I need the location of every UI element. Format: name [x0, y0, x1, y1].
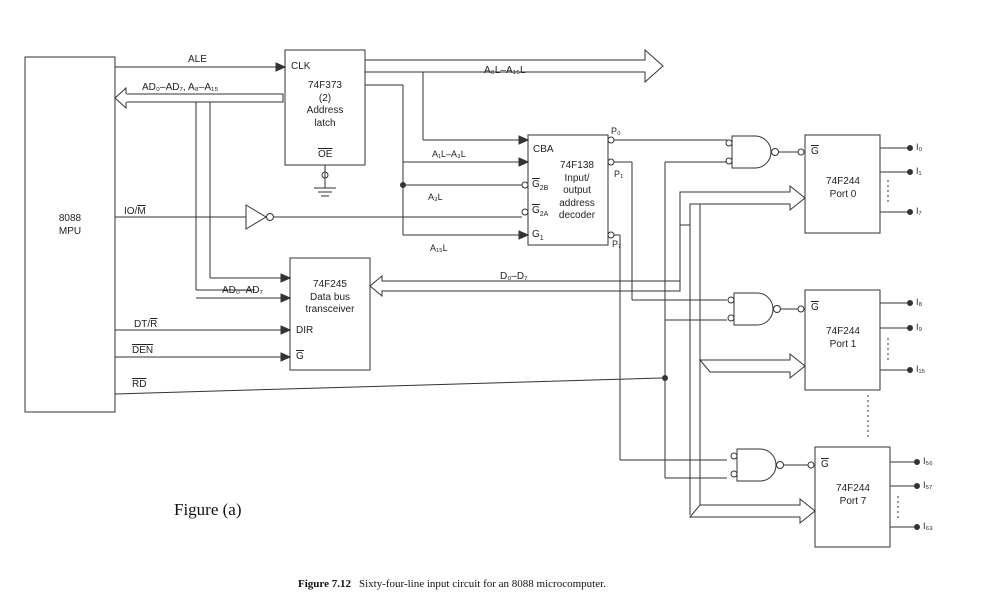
- port1-label: 74F244 Port 1: [826, 326, 860, 350]
- port7-label: 74F244 Port 7: [836, 483, 870, 507]
- p7-label: P₇: [612, 239, 622, 249]
- decoder-name-label: 74F138 Input/ output address decoder: [558, 160, 596, 221]
- a1l-a3l-label: A₁L–A₃L: [432, 149, 466, 159]
- port1-outputs: [880, 300, 913, 373]
- ad-bus-arrow: [114, 86, 284, 110]
- decoder-cba-label: CBA: [533, 144, 554, 155]
- rd-label: RD: [132, 379, 147, 390]
- transceiver-g-label: G: [296, 351, 304, 362]
- nand-gate-port0: [725, 135, 805, 169]
- inverter-symbol: [245, 204, 267, 230]
- output-i57: I₅₇: [923, 480, 933, 490]
- p0-label: P₀: [611, 126, 621, 136]
- port7-outputs: [890, 459, 920, 530]
- transceiver-block: [289, 257, 371, 371]
- figure-label: Figure (a): [174, 500, 242, 519]
- dt-r-label: DT/R: [134, 319, 158, 330]
- output-i8: I₈: [916, 297, 923, 307]
- caption-text: Sixty-four-line input circuit for an 808…: [358, 578, 606, 590]
- port0-label: 74F244 Port 0: [826, 176, 860, 200]
- io-m-label: IO/M: [124, 206, 146, 217]
- nand-gate-port7: [730, 448, 815, 482]
- transceiver-name-label: 74F245 Data bus transceiver: [305, 279, 355, 315]
- output-i15: I₁₅: [916, 364, 926, 374]
- port1-bus-arrow: [698, 352, 806, 380]
- decoder-g2b-label: G2B: [532, 179, 549, 193]
- port1-g-label: G: [811, 302, 819, 313]
- output-i1: I₁: [916, 166, 922, 176]
- port0-outputs: [880, 145, 913, 215]
- ale-label: ALE: [188, 54, 207, 65]
- port7-bus-arrow: [688, 497, 816, 525]
- caption-number: Figure 7.12: [298, 578, 351, 590]
- nand-gate-port1: [727, 292, 805, 326]
- p1-label: P₁: [614, 169, 624, 179]
- mpu-label: 8088 MPU: [58, 213, 82, 237]
- latch-clk-label: CLK: [291, 61, 311, 72]
- port7-g-label: G: [821, 459, 829, 470]
- output-i0: I₀: [916, 142, 923, 152]
- port7-block: [814, 446, 891, 548]
- addr-out-label: A₀L–A₁₅L: [484, 65, 526, 76]
- a15l-label: A₁₅L: [430, 243, 448, 253]
- output-i9: I₉: [916, 322, 923, 332]
- a3l-label: A₃L: [428, 192, 443, 202]
- mpu-block: [24, 56, 116, 413]
- output-i7: I₇: [916, 206, 922, 216]
- rd-line: [114, 377, 663, 395]
- ad-low-label: AD₀–AD₇: [222, 285, 263, 296]
- data-bus-arrow: [369, 274, 681, 298]
- data-bus-label: D₀–D₇: [500, 271, 528, 282]
- port0-block: [804, 134, 881, 234]
- decoder-g2a-label: G2A: [532, 205, 549, 219]
- decoder-block: [527, 134, 609, 246]
- ale-arrowhead: [275, 62, 287, 72]
- latch-oe-label: OE: [318, 149, 333, 160]
- output-i63: I₆₃: [923, 521, 933, 531]
- figure-caption: Figure 7.12 Sixty-four-line input circuit…: [298, 578, 606, 590]
- port1-block: [804, 289, 881, 391]
- port0-bus-arrow: [679, 184, 806, 226]
- address-out-arrow: [364, 48, 664, 84]
- decoder-g1-label: G1: [532, 229, 544, 243]
- port0-g-label: G: [811, 146, 819, 157]
- den-label: DEN: [132, 345, 154, 356]
- output-i56: I₅₆: [923, 456, 933, 466]
- ad-bus-label: AD₀–AD₇, A₈–A₁₅: [142, 82, 219, 93]
- latch-name-label: 74F373 (2) Address latch: [306, 80, 344, 129]
- transceiver-dir-label: DIR: [296, 325, 314, 336]
